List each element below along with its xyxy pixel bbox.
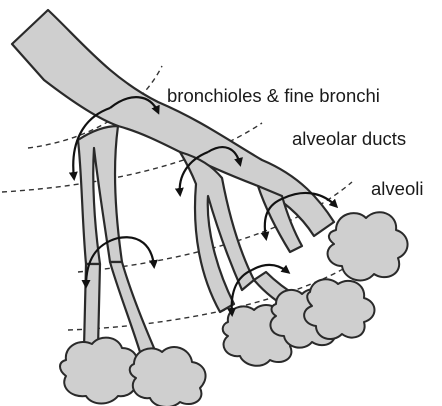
alveolar-sac-left-b — [130, 347, 206, 406]
label-alveolar-ducts: alveolar ducts — [292, 128, 406, 149]
label-bronchioles: bronchioles & fine bronchi — [167, 85, 380, 106]
left-twig-b — [110, 262, 154, 352]
arrow-zone-4-right — [118, 237, 154, 266]
label-alveoli: alveoli — [371, 178, 423, 199]
arrow-zone-5-right — [252, 265, 288, 272]
left-branch — [78, 126, 122, 264]
alveolar-sac-left-a — [60, 338, 138, 404]
bronchus-trunk — [12, 10, 334, 236]
